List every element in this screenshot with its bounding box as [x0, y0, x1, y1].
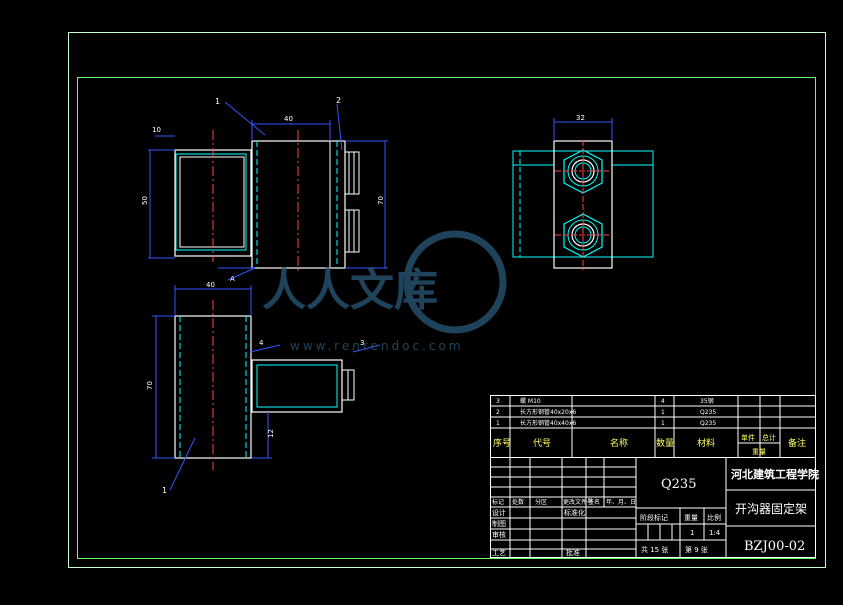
part-row-name: 长方形钢管40x40x6	[520, 419, 576, 427]
side-view: 40 70 12 1 4 3	[146, 281, 381, 495]
label-approve: 批准	[566, 548, 580, 557]
title-material: Q235	[661, 477, 696, 492]
title-block-text: Q235 河北建筑工程学院 开沟器固定架 BZJ00-02 标记 处数 分区 更…	[492, 467, 819, 557]
label-design: 设计	[492, 508, 506, 517]
header-name: 名称	[610, 437, 628, 449]
label-standardize: 标准化	[564, 508, 585, 517]
top-view: 32	[512, 114, 654, 270]
title-drawing-no: BZJ00-02	[744, 539, 805, 554]
title-block	[490, 457, 816, 558]
part-row-material: 35钢	[700, 397, 714, 405]
parts-list-text: 3 螺 M10 4 35钢 2 长方形钢管40x20x6 1 Q235 1 长方…	[493, 397, 806, 456]
header-qty: 数量	[656, 437, 674, 449]
part-row-name: 螺 M10	[520, 397, 541, 405]
top-dim-width: 32	[576, 114, 585, 122]
part-row-no: 1	[496, 420, 500, 427]
part-row-no: 2	[496, 409, 500, 416]
side-balloon-1: 1	[162, 486, 167, 495]
watermark: 人人文库 www.renrendoc.com	[262, 230, 507, 353]
side-dim-small: 12	[267, 429, 275, 438]
outer-border	[68, 32, 826, 568]
watermark-text: 人人文库	[262, 265, 438, 316]
change-date: 年、月、日	[606, 498, 636, 506]
sheets-total: 共 15 张	[641, 545, 668, 554]
label-check: 审核	[492, 530, 506, 539]
side-balloon-4: 4	[259, 339, 264, 347]
header-note: 备注	[788, 437, 806, 449]
side-balloon-3: 3	[360, 339, 364, 347]
part-row-material: Q235	[700, 409, 716, 416]
front-dim-height-left: 50	[141, 196, 149, 205]
side-dim-height: 70	[146, 381, 154, 390]
scale-value: 1:4	[709, 529, 721, 537]
sheet-no: 第 9 张	[685, 545, 708, 554]
part-row-qty: 1	[661, 409, 665, 416]
part-row-no: 3	[496, 398, 500, 405]
label-process: 工艺	[492, 549, 506, 557]
front-dim-width: 40	[284, 115, 293, 123]
header-weight: 重量	[752, 448, 766, 456]
front-balloon-1: 1	[215, 97, 220, 106]
part-row-qty: 1	[661, 420, 665, 427]
weight-value: 1	[690, 529, 694, 537]
front-balloon-2: 2	[336, 96, 341, 105]
change-sign: 签名	[588, 498, 600, 506]
part-row-material: Q235	[700, 420, 716, 427]
front-view: 1 2 40 50 70 10 A	[141, 96, 388, 283]
front-section-label: A	[230, 275, 235, 283]
title-drawing-name: 开沟器固定架	[735, 501, 807, 516]
header-material: 材料	[697, 437, 715, 449]
change-zone: 分区	[535, 498, 547, 506]
label-weight: 重量	[684, 514, 698, 522]
header-total: 总计	[762, 433, 776, 442]
header-code: 代号	[533, 438, 551, 449]
label-scale: 比例	[707, 513, 721, 522]
header-no: 序号	[493, 437, 511, 449]
change-count: 处数	[512, 498, 524, 506]
inner-border	[77, 77, 816, 559]
part-row-qty: 4	[661, 398, 665, 405]
change-mark: 标记	[492, 498, 504, 506]
front-dim-height-right: 70	[377, 196, 385, 205]
watermark-url: www.renrendoc.com	[290, 339, 463, 353]
label-drawn: 制图	[492, 519, 506, 528]
change-doc: 更改文件号	[563, 498, 593, 506]
front-dim-small: 10	[152, 126, 161, 134]
side-dim-width: 40	[206, 281, 215, 289]
title-school: 河北建筑工程学院	[731, 467, 819, 481]
part-row-name: 长方形钢管40x20x6	[520, 408, 576, 416]
header-unit: 单件	[741, 433, 755, 442]
label-stage: 阶段标记	[640, 513, 668, 522]
